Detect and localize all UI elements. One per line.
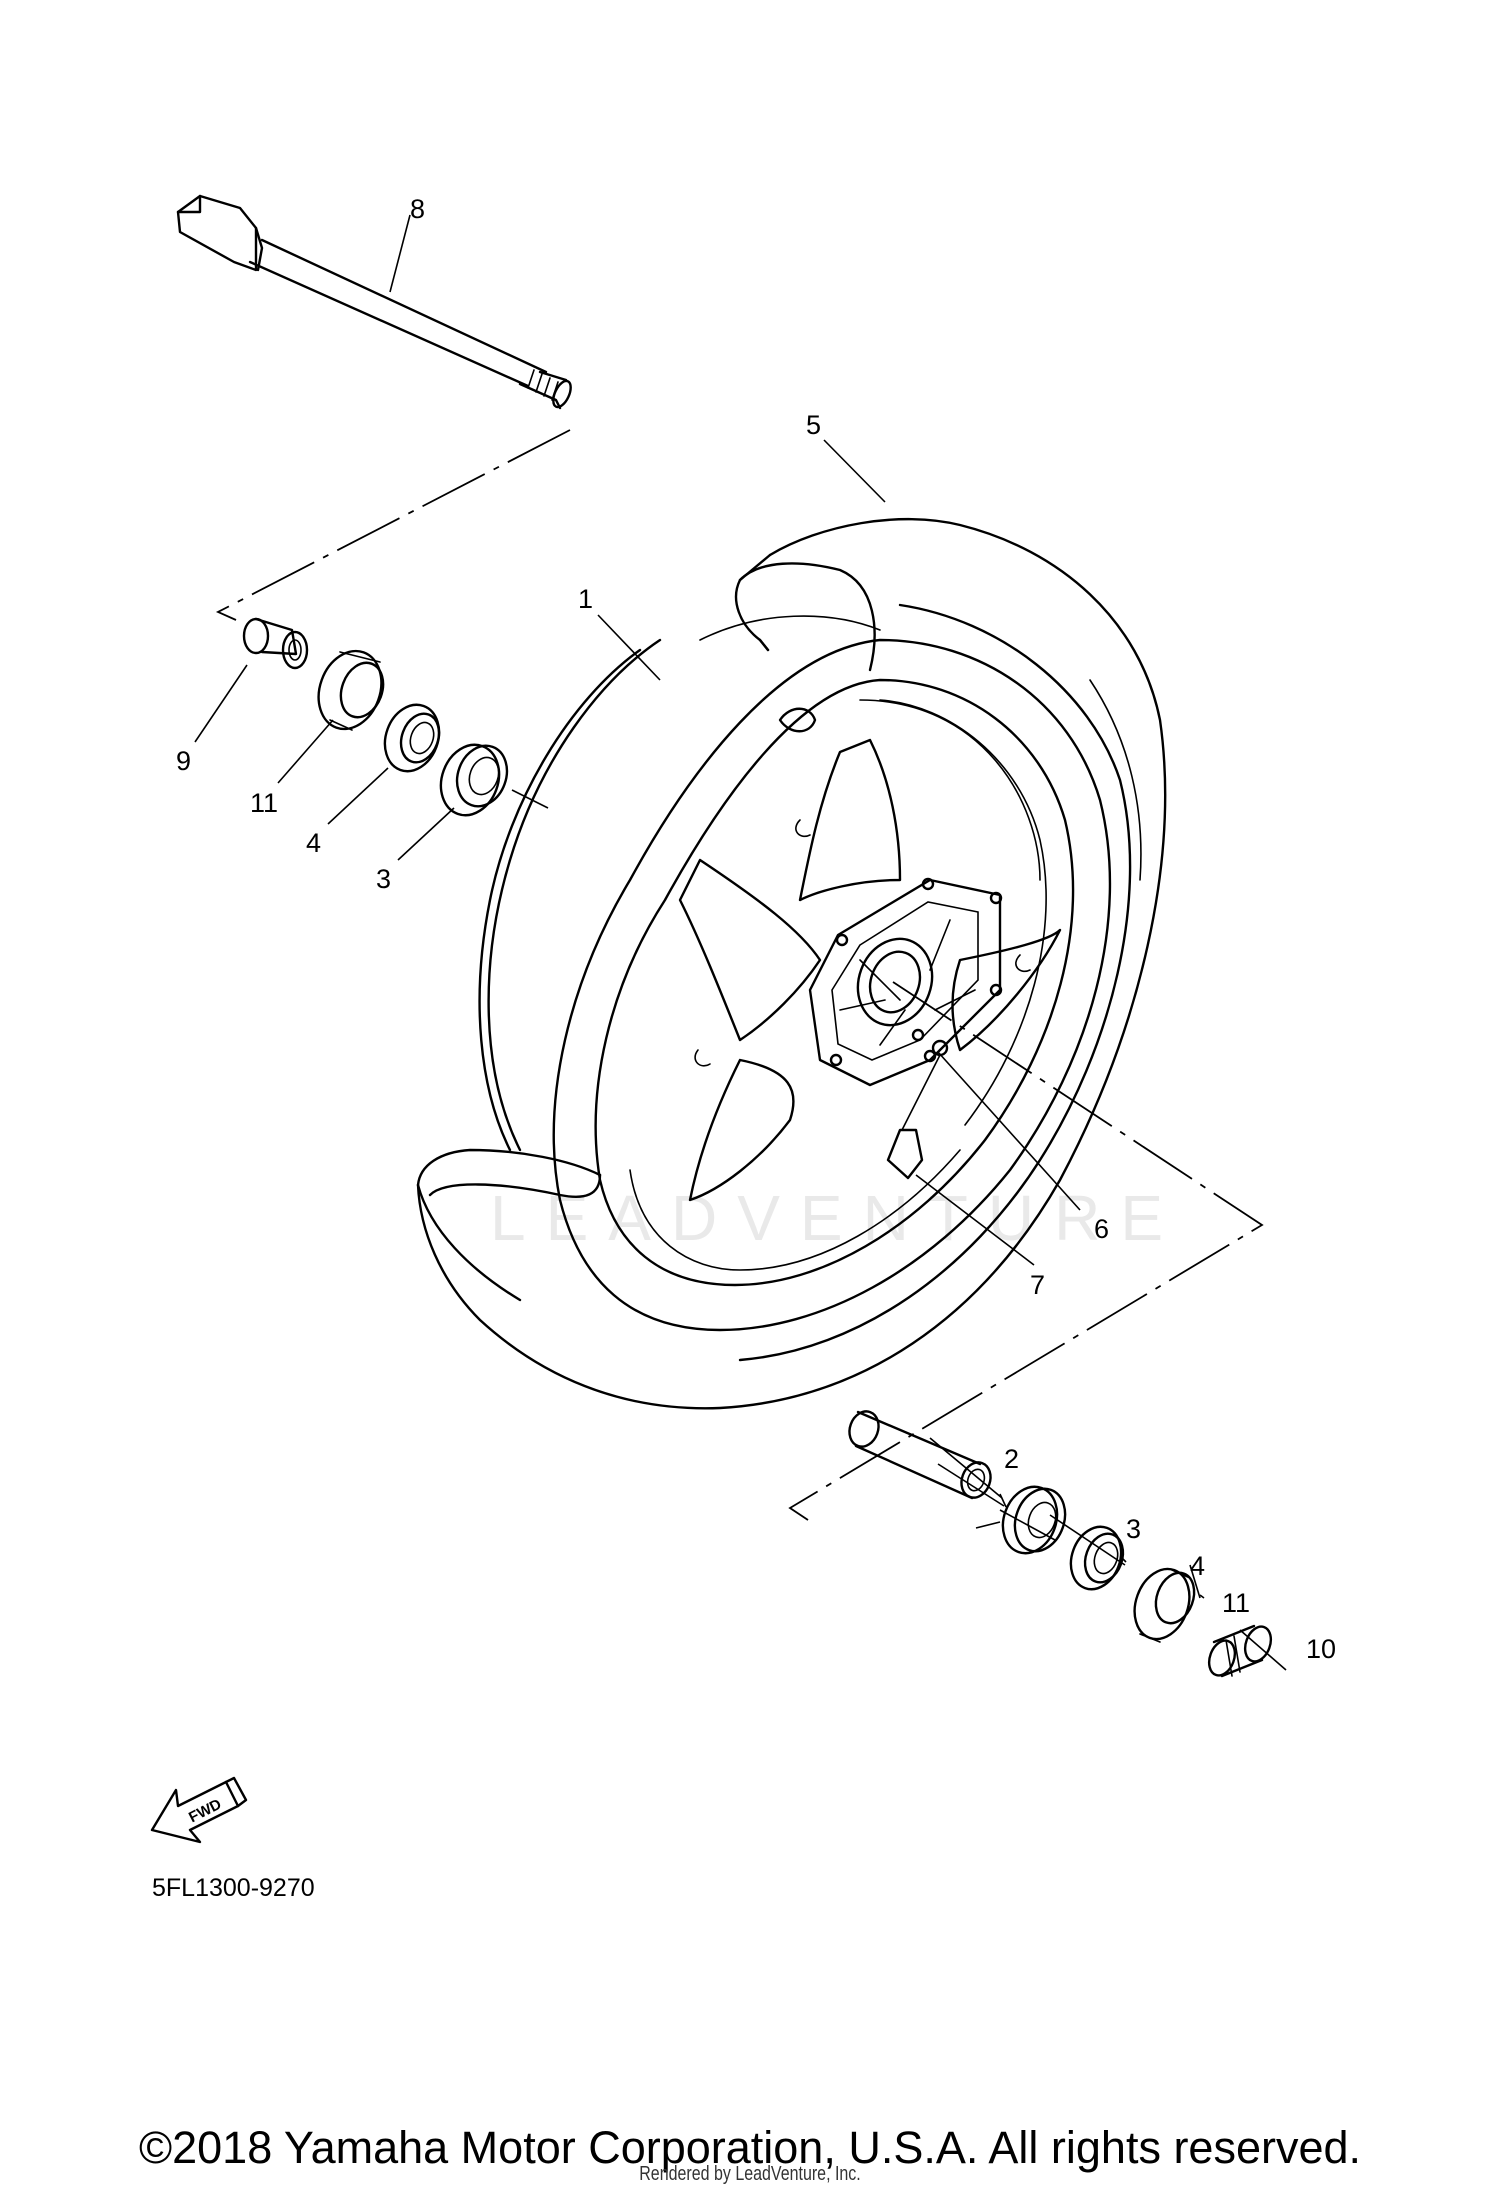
callout-11: 11 [250, 788, 278, 818]
spacer [848, 1410, 992, 1500]
callout-3: 3 [376, 864, 391, 894]
callout-8: 8 [410, 194, 425, 224]
callout-5: 5 [806, 410, 821, 440]
rendered-by-notice: Rendered by LeadVenture, Inc. [639, 2163, 861, 2185]
callout-10: 10 [1306, 1634, 1336, 1664]
left-oil-seal [317, 649, 385, 731]
callout-3b: 3 [1126, 1514, 1141, 1544]
wheel-assembly [416, 517, 1167, 1410]
copyright-notice: ©2018 Yamaha Motor Corporation, U.S.A. A… [138, 2122, 1362, 2173]
leader-lines [194, 214, 1287, 1671]
front-axle [176, 194, 572, 410]
diagram-code: 5FL1300-9270 [152, 1874, 315, 1902]
fwd-arrow-icon: FWD [150, 1776, 248, 1844]
callout-4: 4 [306, 828, 321, 858]
right-collar [1207, 1624, 1273, 1678]
left-bearing-4 [383, 703, 441, 773]
right-bearing-4 [1069, 1525, 1125, 1591]
left-bearing-3 [439, 743, 549, 817]
callout-4b: 4 [1190, 1551, 1205, 1581]
axle-alignment-line-upper [215, 429, 571, 621]
callout-6: 6 [1094, 1214, 1109, 1244]
right-oil-seal [1133, 1567, 1196, 1643]
left-collar [242, 617, 309, 670]
callout-1: 1 [578, 584, 593, 614]
callout-7: 7 [1030, 1270, 1045, 1300]
right-bearing-3 [1001, 1485, 1067, 1555]
callout-11b: 11 [1222, 1588, 1250, 1618]
callout-2: 2 [1004, 1444, 1019, 1474]
axle-alignment-line-lower [788, 981, 1264, 1521]
callout-labels: 8 5 1 9 11 4 3 6 7 2 3 4 11 10 [176, 194, 1336, 1664]
callout-9: 9 [176, 746, 191, 776]
